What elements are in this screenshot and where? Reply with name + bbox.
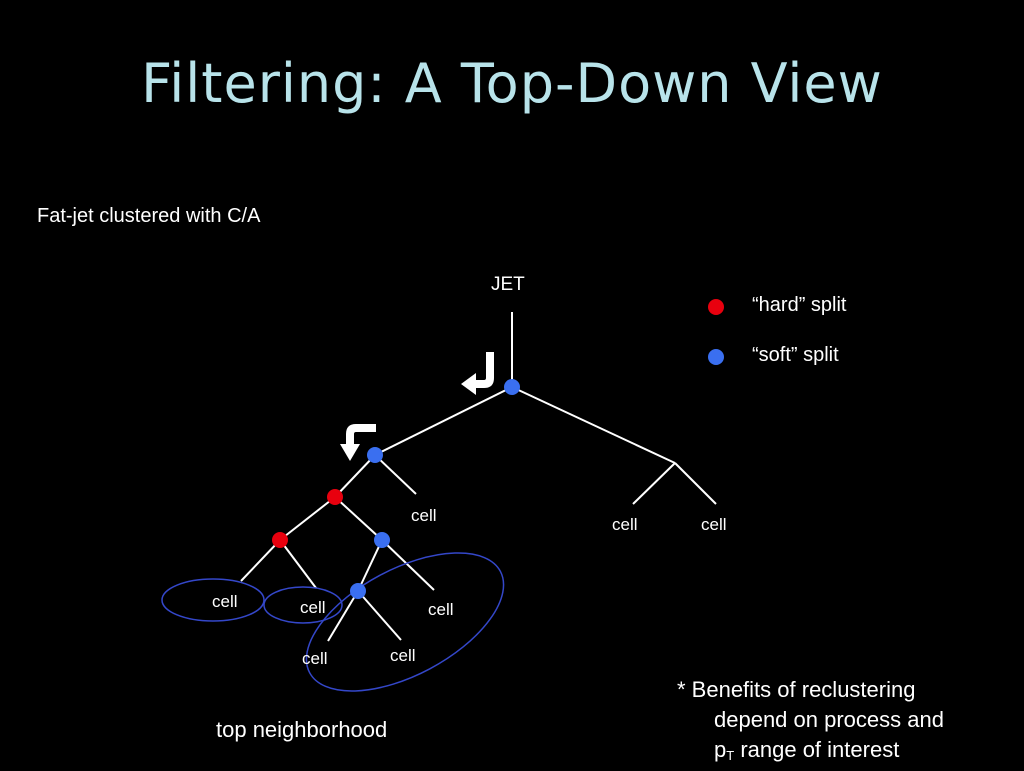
hard-split-legend-dot — [708, 299, 724, 315]
note-line-3-text: range of interest — [734, 737, 900, 762]
turn-down-arrow-icon — [340, 424, 376, 461]
branch — [674, 462, 717, 505]
benefits-note: * Benefits of reclustering depend on pro… — [677, 675, 944, 771]
branch — [374, 454, 417, 495]
hard-split-legend-label: “hard” split — [752, 294, 847, 316]
branch — [240, 539, 281, 582]
neighborhood-ellipses — [161, 552, 505, 692]
slide-subtitle: Fat-jet clustered with C/A — [37, 205, 261, 227]
branch — [511, 386, 676, 464]
note-line-2: depend on process and — [714, 707, 944, 732]
soft-split-node — [367, 447, 383, 463]
neighborhood-ellipse — [161, 578, 265, 622]
cell-label: cell — [302, 649, 328, 668]
pt-subscript: T — [726, 748, 735, 763]
cell-label: cell — [612, 515, 638, 534]
branch — [374, 386, 513, 456]
cell-label: cell — [411, 506, 437, 525]
branch — [357, 539, 383, 592]
soft-split-node — [504, 379, 520, 395]
branch — [327, 590, 359, 642]
note-line-1: * Benefits of reclustering — [677, 677, 916, 702]
soft-split-legend-label: “soft” split — [752, 344, 839, 366]
pt-symbol: p — [714, 737, 727, 762]
tree-nodes — [272, 379, 520, 599]
tree-branches — [240, 312, 717, 642]
cell-label: cell — [390, 646, 416, 665]
neighborhood-ellipse — [263, 586, 343, 624]
neighborhood-ellipse — [305, 552, 505, 692]
note-line-3: pT range of interest — [677, 735, 944, 771]
hard-split-node — [327, 489, 343, 505]
soft-split-node — [350, 583, 366, 599]
top-neighborhood-label: top neighborhood — [216, 717, 388, 742]
turn-left-arrow-icon — [461, 352, 494, 395]
jet-label: JET — [491, 274, 525, 295]
slide-title: Filtering: A Top-Down View — [141, 52, 883, 115]
branch — [279, 496, 336, 541]
cell-label: cell — [212, 592, 238, 611]
branch — [334, 454, 376, 498]
soft-split-node — [374, 532, 390, 548]
branch — [279, 539, 317, 589]
branch — [334, 496, 383, 541]
branch — [357, 590, 402, 641]
soft-split-legend-dot — [708, 349, 724, 365]
traversal-arrows — [340, 352, 494, 461]
branch — [632, 462, 676, 505]
branch — [381, 539, 435, 591]
cell-label: cell — [428, 600, 454, 619]
cell-label: cell — [300, 598, 326, 617]
cell-label: cell — [701, 515, 727, 534]
hard-split-node — [272, 532, 288, 548]
